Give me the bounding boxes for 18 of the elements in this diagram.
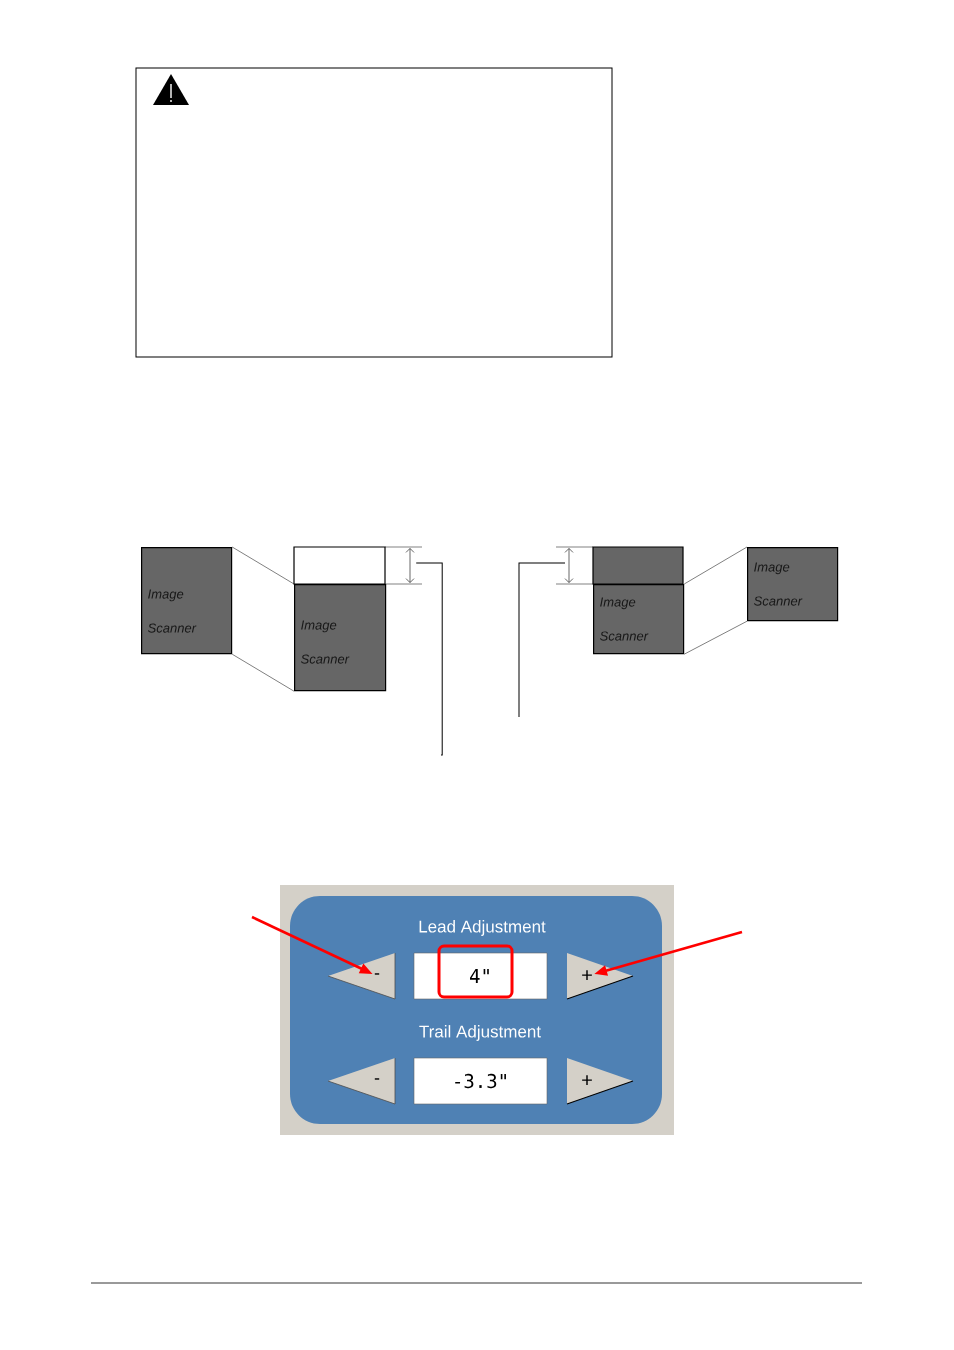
value-field: 4": [413, 952, 548, 1000]
panel-heading: Trail Adjustment: [419, 1025, 541, 1041]
projection-line: [231, 546, 295, 585]
leader-line: [415, 562, 443, 756]
value-field: -3.3": [413, 1057, 548, 1105]
leader-line: [518, 562, 566, 718]
minus-button: -: [327, 1057, 396, 1105]
projection-line: [683, 620, 748, 655]
panel-heading: Lead Adjustment: [419, 920, 546, 936]
document-drawing: Image Scanner: [592, 546, 685, 655]
plus-button: +: [566, 1058, 634, 1105]
projection-line: [231, 653, 295, 692]
scanner-document: Image Scanner: [747, 547, 839, 622]
projection-line: [683, 546, 748, 585]
scanner-document: Image Scanner: [141, 547, 233, 655]
plus-button: +: [566, 953, 634, 1000]
document-drawing: Image Scanner: [293, 546, 387, 692]
minus-button: -: [327, 952, 396, 1000]
